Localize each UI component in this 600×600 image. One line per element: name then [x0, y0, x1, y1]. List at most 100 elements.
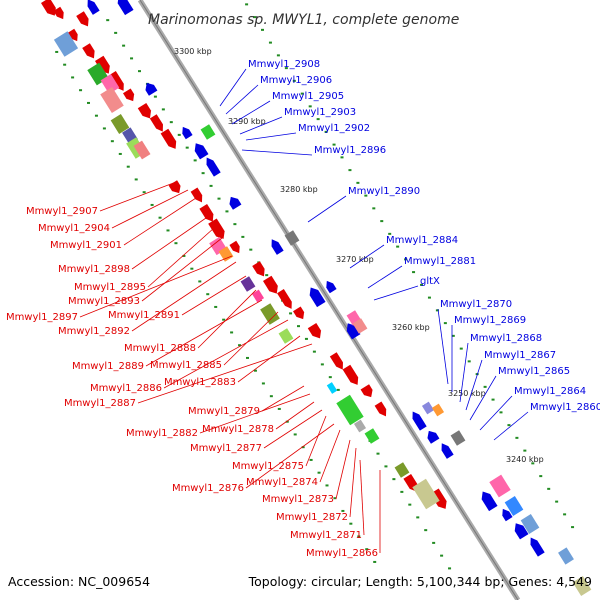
- reverse-gene-label: Mmwyl1_2896: [314, 145, 386, 156]
- tick-mark: [209, 184, 213, 187]
- tick-mark: [325, 484, 329, 487]
- tick-mark: [333, 497, 337, 500]
- forward-gene-leader: [145, 299, 263, 367]
- tick-mark: [71, 76, 75, 79]
- feature-block: [53, 31, 79, 57]
- feature-block: [100, 74, 120, 94]
- tick-mark: [249, 248, 253, 251]
- feature-block: [284, 230, 300, 246]
- forward-gene-label: Mmwyl1_2882: [126, 428, 198, 439]
- forward-gene-label: Mmwyl1_2871: [290, 530, 362, 541]
- reverse-gene-label: Mmwyl1_2902: [298, 123, 370, 134]
- tick-mark: [392, 478, 396, 481]
- forward-gene-leader: [305, 415, 327, 467]
- forward-gene-label: Mmwyl1_2886: [90, 383, 162, 394]
- genome-backbone: [137, 0, 521, 600]
- tick-mark: [357, 535, 361, 538]
- forward-gene-label: Mmwyl1_2872: [276, 512, 348, 523]
- tick-mark: [87, 101, 90, 104]
- feature-block: [110, 114, 130, 134]
- forward-gene-label: Mmwyl1_2876: [172, 483, 244, 494]
- tick-mark: [443, 322, 447, 325]
- tick-mark: [233, 223, 237, 226]
- tick-mark: [341, 509, 345, 512]
- tick-mark: [261, 382, 265, 385]
- tick-mark: [531, 462, 535, 465]
- forward-gene-arrow: [123, 88, 135, 102]
- forward-gene-label: Mmwyl1_2866: [306, 548, 378, 559]
- tick-mark: [185, 146, 189, 149]
- reverse-gene-arrow: [229, 196, 242, 210]
- tick-mark: [261, 28, 264, 31]
- forward-gene-arrow: [208, 218, 225, 239]
- forward-gene-arrow: [307, 322, 322, 339]
- tick-mark: [94, 114, 98, 117]
- forward-gene-leader: [349, 447, 357, 518]
- tick-mark: [161, 108, 165, 111]
- reverse-gene-label: Mmwyl1_2903: [284, 107, 356, 118]
- forward-gene-label: Mmwyl1_2885: [150, 360, 222, 371]
- reverse-gene-leader: [219, 68, 247, 107]
- reverse-gene-label: Mmwyl1_2881: [404, 256, 476, 267]
- tick-mark: [198, 280, 202, 283]
- map-title: Marinomonas sp. MWYL1, complete genome: [148, 12, 459, 28]
- reverse-gene-label: gltX: [420, 276, 440, 287]
- kbp-label: 3300 kbp: [174, 47, 212, 56]
- forward-gene-leader: [99, 181, 177, 212]
- tick-mark: [106, 19, 110, 22]
- tick-mark: [356, 181, 360, 184]
- forward-gene-label: Mmwyl1_2889: [72, 361, 144, 372]
- reverse-gene-arrow: [271, 239, 284, 255]
- tick-mark: [269, 395, 273, 398]
- reverse-gene-leader: [367, 265, 403, 289]
- forward-gene-leader: [197, 289, 257, 349]
- forward-gene-arrow: [40, 0, 56, 16]
- tick-mark: [193, 159, 197, 162]
- tick-mark: [297, 325, 300, 328]
- feature-block: [278, 328, 294, 344]
- tick-mark: [373, 560, 377, 563]
- reverse-gene-arrow: [117, 0, 134, 16]
- reverse-gene-arrow: [441, 443, 454, 459]
- forward-gene-arrow: [160, 128, 177, 149]
- tick-mark: [539, 475, 543, 478]
- tick-mark: [225, 210, 229, 213]
- forward-gene-label: Mmwyl1_2898: [58, 264, 130, 275]
- tick-mark: [515, 436, 519, 439]
- reverse-gene-label: Mmwyl1_2860: [530, 402, 600, 413]
- tick-mark: [245, 3, 249, 6]
- reverse-gene-arrow: [346, 323, 361, 340]
- reverse-gene-leader: [373, 285, 419, 301]
- feature-block: [100, 86, 124, 114]
- feature-block: [572, 576, 592, 596]
- feature-block: [504, 496, 524, 516]
- forward-gene-label: Mmwyl1_2878: [202, 424, 274, 435]
- tick-mark: [440, 554, 444, 557]
- tick-mark: [126, 165, 130, 168]
- forward-gene-arrow: [67, 28, 78, 42]
- tick-mark: [134, 178, 138, 181]
- forward-gene-arrow: [137, 102, 152, 119]
- tick-mark: [253, 16, 257, 19]
- forward-gene-arrow: [53, 6, 64, 20]
- tick-mark: [432, 541, 436, 544]
- feature-block: [558, 547, 574, 565]
- kbp-label: 3260 kbp: [392, 323, 430, 332]
- forward-gene-arrow: [374, 401, 387, 417]
- reverse-gene-leader: [493, 411, 529, 441]
- forward-gene-arrow: [76, 11, 89, 27]
- tick-mark: [246, 356, 249, 359]
- forward-gene-label: Mmwyl1_2891: [108, 310, 180, 321]
- tick-mark: [467, 360, 471, 363]
- feature-block: [431, 403, 445, 417]
- forward-gene-label: Mmwyl1_2904: [38, 223, 110, 234]
- tick-mark: [174, 242, 178, 245]
- reverse-gene-label: Mmwyl1_2906: [260, 75, 332, 86]
- reverse-gene-arrow: [481, 491, 498, 512]
- feature-block: [421, 401, 435, 415]
- reverse-gene-arrow: [502, 508, 513, 522]
- forward-gene-label: Mmwyl1_2892: [58, 326, 130, 337]
- forward-gene-label: Mmwyl1_2893: [68, 296, 140, 307]
- tick-mark: [376, 452, 380, 455]
- forward-gene-leader: [319, 429, 341, 483]
